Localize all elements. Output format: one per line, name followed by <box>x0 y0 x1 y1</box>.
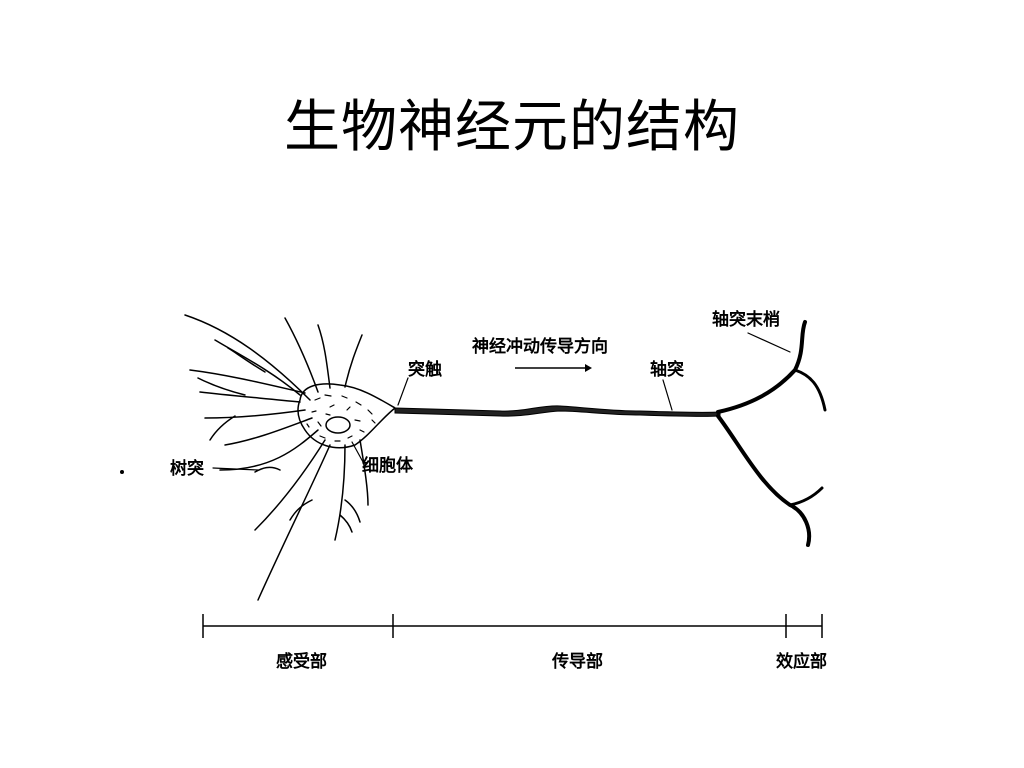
slide-title: 生物神经元的结构 <box>284 95 740 160</box>
cytoplasm-granules <box>306 394 376 442</box>
impulse-direction-label: 神经冲动传导方向 <box>472 336 608 357</box>
axon-label: 轴突 <box>650 359 684 380</box>
dendrites <box>184 314 369 601</box>
region-effector-label: 效应部 <box>776 651 827 672</box>
stray-dot <box>120 470 124 474</box>
nucleus <box>325 416 351 434</box>
dendrite-label: 树突 <box>170 458 204 479</box>
leader-lines <box>212 332 791 471</box>
impulse-direction-arrow <box>515 364 592 372</box>
region-conductive-label: 传导部 <box>551 651 603 672</box>
synapse-label: 突触 <box>408 359 442 380</box>
cell-body-label: 细胞体 <box>362 455 414 476</box>
cell-body <box>297 383 396 449</box>
region-ruler <box>202 614 823 638</box>
axon-terminal-label: 轴突末梢 <box>712 309 780 330</box>
region-receptive-label: 感受部 <box>276 651 327 672</box>
axon-terminals <box>716 320 827 547</box>
